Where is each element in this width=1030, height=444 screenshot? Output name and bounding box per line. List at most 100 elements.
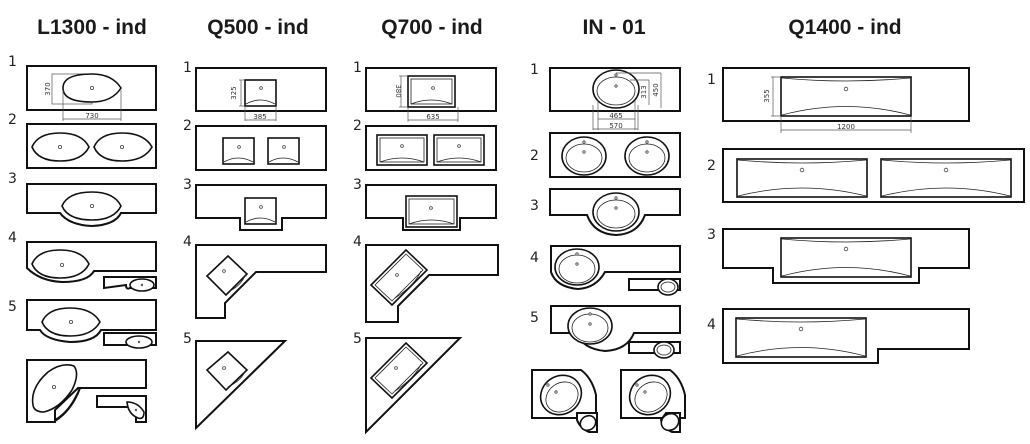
column-title: IN - 01 (582, 16, 645, 39)
drain-hole (394, 366, 398, 370)
variant-1: 1 1200 355 (707, 67, 970, 133)
drain-hole (588, 322, 592, 326)
drain-hole (798, 326, 804, 332)
variant-2: 2 (183, 118, 327, 171)
variant-number: 5 (183, 331, 192, 347)
basin-curve-top (881, 159, 1011, 164)
drain-hole (582, 150, 586, 154)
drain-hole (90, 203, 95, 208)
basin-curve (394, 270, 422, 299)
column-l1300: L1300 - ind 1 730 370 2 3 (8, 16, 157, 423)
drain-hole (943, 167, 949, 173)
drain-hole (431, 86, 435, 90)
basin-curve (245, 99, 276, 105)
drain-hole (843, 246, 849, 252)
drain-hole (134, 408, 138, 412)
width-dimension: 730 (85, 112, 98, 120)
side-shelf (628, 278, 681, 291)
drain-hole (120, 144, 125, 149)
faucet-hole (635, 383, 639, 387)
width-dimension: 635 (426, 113, 439, 121)
small-basin (653, 341, 675, 359)
drain-hole (222, 269, 226, 273)
rect-basin (405, 195, 458, 228)
basin-curve (245, 217, 276, 223)
variant-5: 5 (530, 305, 681, 359)
drain-hole (90, 86, 95, 91)
trough-basin (736, 158, 868, 198)
drain-hole (58, 144, 63, 149)
drain-hole (259, 86, 263, 90)
drain-hole (52, 384, 57, 389)
variant-6-corner (26, 359, 147, 423)
basin-curve-top (737, 159, 867, 164)
drain-hole (645, 150, 649, 154)
height-dimension: 325 (230, 86, 238, 99)
basin-curve-top (781, 77, 911, 82)
drain-hole (799, 167, 805, 173)
variant-number: 2 (707, 158, 716, 174)
outer-height-dimension: 450 (652, 83, 660, 96)
variant-number: 1 (530, 62, 539, 78)
variant-4: 4 (353, 234, 499, 323)
basin-curve-bottom (881, 187, 1011, 197)
rect-basin (369, 341, 429, 400)
height-dimension: 355 (763, 89, 771, 102)
oval-basin (539, 374, 583, 416)
square-basin (205, 254, 249, 297)
inner-height-dimension: 313 (640, 85, 648, 98)
drain-hole (140, 283, 144, 287)
drain-hole (614, 206, 618, 210)
countertop (195, 340, 288, 431)
basin-curve (227, 274, 246, 293)
basin-rim (656, 344, 672, 356)
basin-rim (596, 76, 636, 106)
basin-rim (436, 137, 482, 163)
drain-hole (137, 340, 141, 344)
variant-2: 2 (530, 132, 681, 178)
faucet-hole (614, 73, 618, 77)
variant-number: 5 (530, 310, 539, 326)
basin-rim (374, 253, 424, 302)
column-in01: IN - 01 1 465 570 313 450 2 (530, 16, 686, 433)
column-title: Q1400 - ind (788, 16, 901, 39)
variant-3: 3 (707, 227, 970, 284)
column-title: Q700 - ind (381, 16, 483, 39)
drain-hole (395, 273, 399, 277)
basin-curve-bottom (781, 267, 911, 277)
oval-basin (628, 374, 672, 416)
variant-2: 2 (353, 118, 497, 171)
basin-curve (410, 99, 453, 105)
rect-basin (369, 248, 429, 307)
width-dimension: 385 (253, 113, 266, 121)
drain-hole (575, 262, 579, 266)
trough-basin (735, 317, 867, 358)
basin-rim (634, 381, 668, 413)
basin-curve (436, 157, 482, 163)
basin-rim (628, 143, 666, 173)
basin-rim (596, 199, 636, 229)
variant-1: 1 635 380 (353, 60, 497, 122)
drain-hole (60, 262, 65, 267)
variant-number: 4 (707, 317, 716, 333)
drain-hole (282, 145, 286, 149)
drain-hole (429, 206, 433, 210)
variant-number: 1 (707, 72, 716, 88)
drain-hole (457, 144, 461, 148)
variant-6-corner-left (531, 369, 598, 433)
basin-curve-bottom (781, 106, 911, 116)
column-title: Q500 - ind (207, 16, 309, 39)
variant-number: 1 (353, 60, 362, 76)
drain-hole (69, 319, 74, 324)
rect-basin (407, 75, 456, 108)
drain-hole (614, 84, 618, 88)
variant-number: 3 (530, 198, 539, 214)
variant-4: 4 (8, 230, 157, 292)
variant-4: 4 (183, 234, 327, 319)
variant-4: 4 (530, 245, 681, 296)
column-title: L1300 - ind (37, 16, 147, 39)
variant-number: 1 (183, 60, 192, 76)
variant-number: 3 (707, 227, 716, 243)
variant-number: 2 (353, 118, 362, 134)
